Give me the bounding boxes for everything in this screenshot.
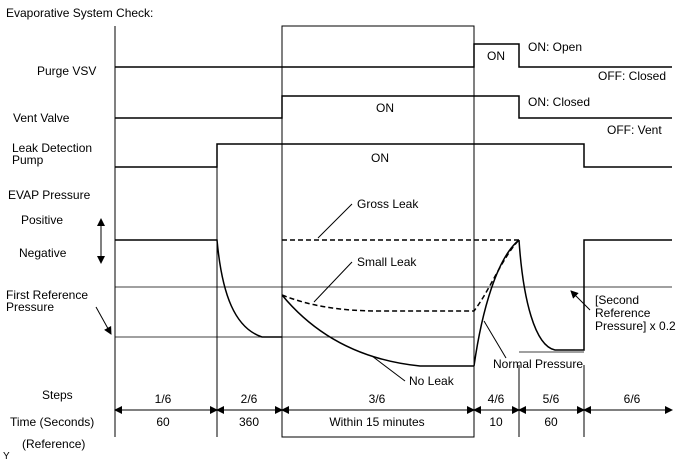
small-leak-leader (313, 261, 353, 303)
pump-waveform (115, 143, 672, 168)
steps-label: Steps (42, 388, 73, 402)
time-step-3: Within 15 minutes (329, 415, 424, 429)
purge-vsv-on-label: ON (487, 49, 505, 63)
second-ref-label-line3: Pressure] x 0.2 (595, 319, 676, 333)
step-3-frame (281, 25, 475, 438)
vent-valve-waveform (115, 95, 672, 119)
vent-valve-off-state: OFF: Vent (607, 123, 662, 137)
gross-leak-leader (317, 203, 353, 239)
second-ref-label-line2: Reference (595, 306, 651, 320)
vent-valve-label: Vent Valve (13, 111, 70, 125)
first-ref-arrow (95, 306, 112, 335)
step-1-label: 1/6 (155, 392, 172, 406)
purge-vsv-on-state: ON: Open (528, 40, 582, 54)
time-step-5: 60 (544, 415, 558, 429)
pump-on-label: ON (371, 151, 389, 165)
time-step-4: 10 (489, 415, 503, 429)
normal-pressure-leader (483, 320, 507, 359)
purge-vsv-off-state: OFF: Closed (598, 69, 666, 83)
purge-vsv-waveform (115, 43, 672, 68)
gross-leak-label: Gross Leak (357, 197, 419, 211)
footnote-mark: Y (3, 451, 10, 462)
time-step-1: 60 (156, 415, 170, 429)
time-label: Time (Seconds) (10, 415, 94, 429)
first-ref-label-line2: Pressure (6, 300, 54, 314)
vent-valve-on-label: ON (376, 101, 394, 115)
step-boundaries (114, 26, 585, 437)
no-leak-curve (281, 294, 474, 367)
second-ref-arrow (570, 290, 591, 311)
step-4-label: 4/6 (488, 392, 505, 406)
normal-pressure-curve (473, 239, 520, 367)
step-2-label: 2/6 (241, 392, 258, 406)
small-leak-label: Small Leak (357, 255, 417, 269)
reference-label: (Reference) (22, 437, 85, 451)
evap-pressure-label: EVAP Pressure (8, 188, 91, 202)
second-ref-label-line1: [Second (595, 293, 639, 307)
positive-label: Positive (21, 213, 63, 227)
purge-vsv-label: Purge VSV (37, 64, 96, 78)
negative-label: Negative (19, 246, 67, 260)
step-3-label: 3/6 (369, 392, 386, 406)
first-ref-label-line1: First Reference (6, 288, 88, 302)
vent-valve-on-state: ON: Closed (528, 95, 590, 109)
diagram-title: Evaporative System Check: (6, 6, 153, 20)
pump-label-line1: Leak Detection (12, 141, 92, 155)
pressure-curve-step1-2 (115, 239, 282, 338)
no-leak-leader (371, 355, 406, 382)
time-step-2: 360 (239, 415, 259, 429)
pressure-curve-step5-6 (518, 239, 672, 351)
small-leak-curve (281, 239, 520, 312)
step-5-label: 5/6 (543, 392, 560, 406)
normal-pressure-label: Normal Pressure (493, 357, 583, 371)
step-6-label: 6/6 (624, 392, 641, 406)
pump-label-line2: Pump (12, 153, 44, 167)
no-leak-label: No Leak (409, 374, 455, 388)
